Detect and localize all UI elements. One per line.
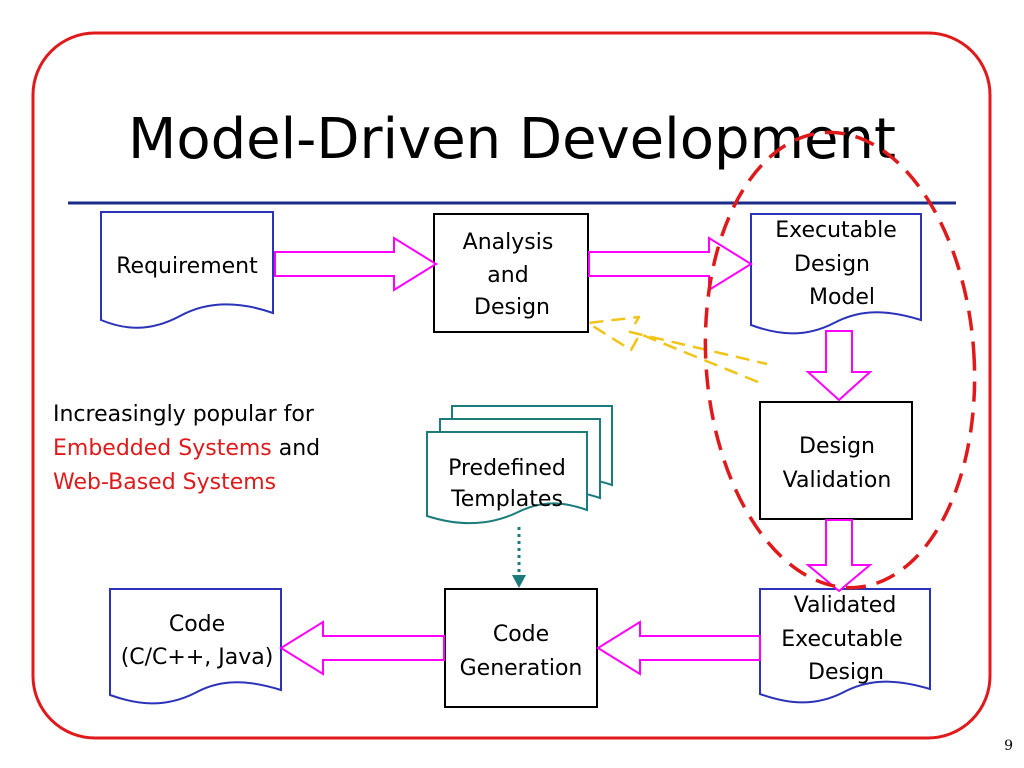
validation-to-validated-arrow (805, 519, 873, 593)
executable-model-label-line-1: Executable (775, 218, 897, 243)
design-validation-label-line-1: Design (799, 434, 875, 459)
design-validation-box: Design Validation (759, 401, 913, 520)
analysis-label-line-1: Analysis (463, 230, 554, 255)
note-line-1: Increasingly popular for (53, 402, 315, 427)
note-line-2: Embedded Systems and (53, 436, 320, 461)
requirement-label: Requirement (116, 254, 258, 279)
code-generation-label-line-1: Code (493, 622, 549, 647)
analysis-label-line-2: and (487, 263, 528, 288)
design-validation-label-line-2: Validation (783, 468, 892, 493)
note-and: and (272, 436, 320, 461)
slide-title: Model-Driven Development (128, 107, 896, 172)
codegen-to-code-arrow (279, 620, 445, 676)
templates-label-line-1: Predefined (448, 456, 566, 481)
popularity-note: Increasingly popular for Embedded System… (53, 402, 320, 495)
code-generation-box: Code Generation (444, 588, 598, 708)
validation-feedback-arrow (586, 315, 768, 384)
note-web-based-systems: Web-Based Systems (53, 470, 276, 495)
templates-label-line-2: Templates (450, 487, 563, 512)
executable-model-label-line-3: Model (809, 285, 875, 310)
code-generation-label-line-2: Generation (460, 656, 583, 681)
validated-design-label-line-3: Design (808, 660, 884, 685)
predefined-templates-stack: Predefined Templates (426, 405, 613, 525)
analysis-label-line-3: Design (474, 295, 550, 320)
analysis-to-executable-arrow (588, 236, 753, 292)
executable-design-model-document: Executable Design Model (750, 213, 922, 335)
code-document: Code (C/C++, Java) (109, 588, 282, 705)
page-number: 9 (1004, 738, 1013, 754)
code-label-line-1: Code (169, 612, 225, 637)
requirement-to-analysis-arrow (274, 236, 438, 292)
validated-executable-design-document: Validated Executable Design (759, 588, 931, 704)
validated-design-label-line-2: Executable (781, 627, 903, 652)
templates-to-codegen-arrow (512, 527, 526, 588)
slide-frame (31, 31, 992, 740)
executable-to-validation-arrow (805, 330, 873, 402)
executable-model-label-line-2: Design (794, 252, 870, 277)
validated-to-codegen-arrow (596, 620, 761, 676)
validated-design-label-line-1: Validated (794, 593, 897, 618)
code-label-line-2: (C/C++, Java) (121, 645, 274, 670)
highlight-ellipse (703, 130, 977, 590)
requirement-document: Requirement (100, 211, 274, 329)
analysis-design-box: Analysis and Design (433, 213, 589, 333)
note-embedded-systems: Embedded Systems (53, 436, 272, 461)
